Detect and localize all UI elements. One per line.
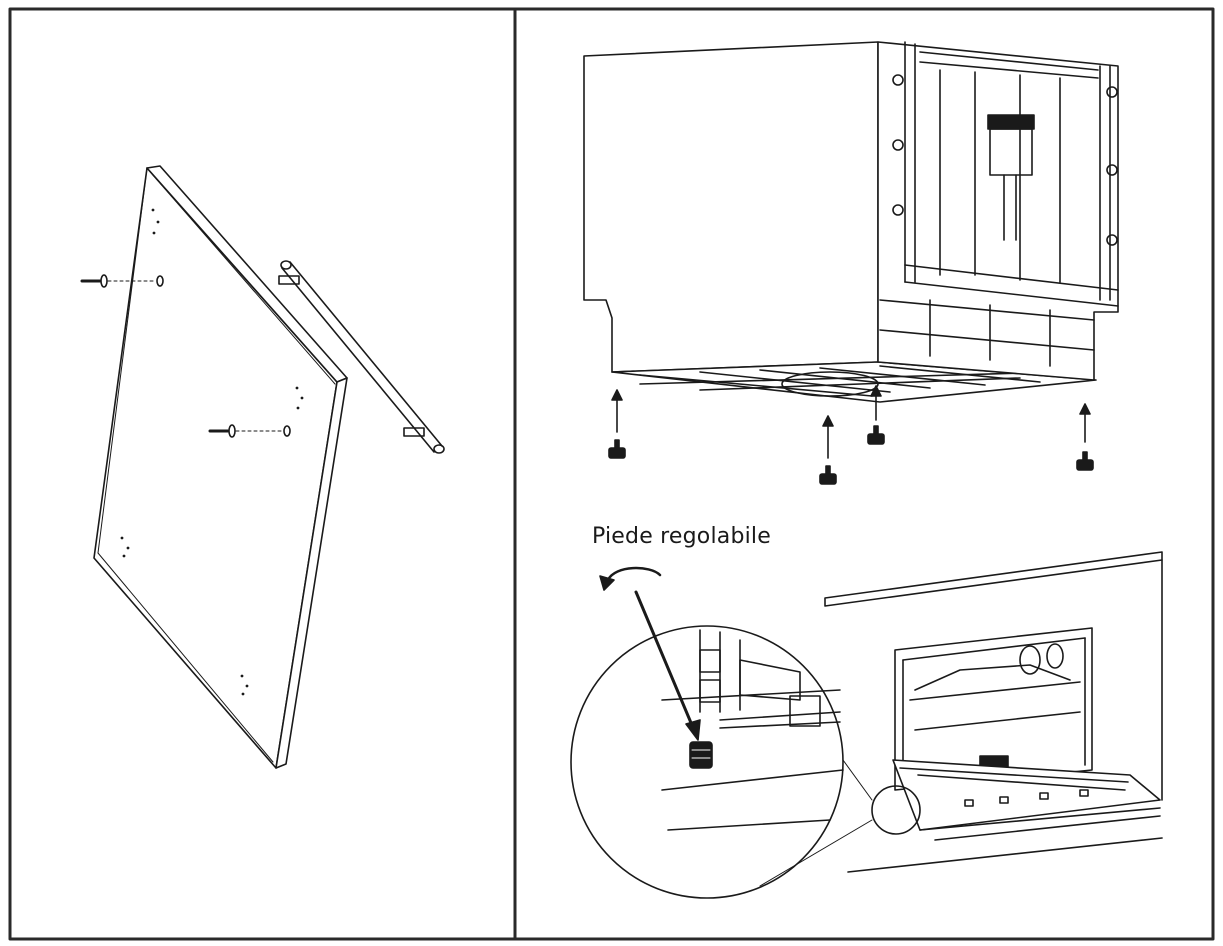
- foot-1: [608, 389, 626, 459]
- screw-bottom: [208, 424, 284, 438]
- foot-3: [867, 385, 885, 445]
- frame: [8, 7, 1215, 941]
- panel-holes: [120, 208, 304, 696]
- appliance-body: [583, 41, 1119, 403]
- cabinet-niche: [824, 551, 1163, 873]
- adjustable-foot-label: Piede regolabile: [592, 524, 771, 549]
- screw-top: [80, 274, 157, 288]
- door-panel: [80, 165, 348, 769]
- foot-4: [1076, 403, 1094, 471]
- door-handle: [278, 260, 445, 454]
- magnified-foot-callout: [570, 566, 873, 899]
- installed-appliance: [871, 627, 1161, 841]
- foot-2: [819, 415, 837, 485]
- adjustable-feet: [608, 385, 1094, 485]
